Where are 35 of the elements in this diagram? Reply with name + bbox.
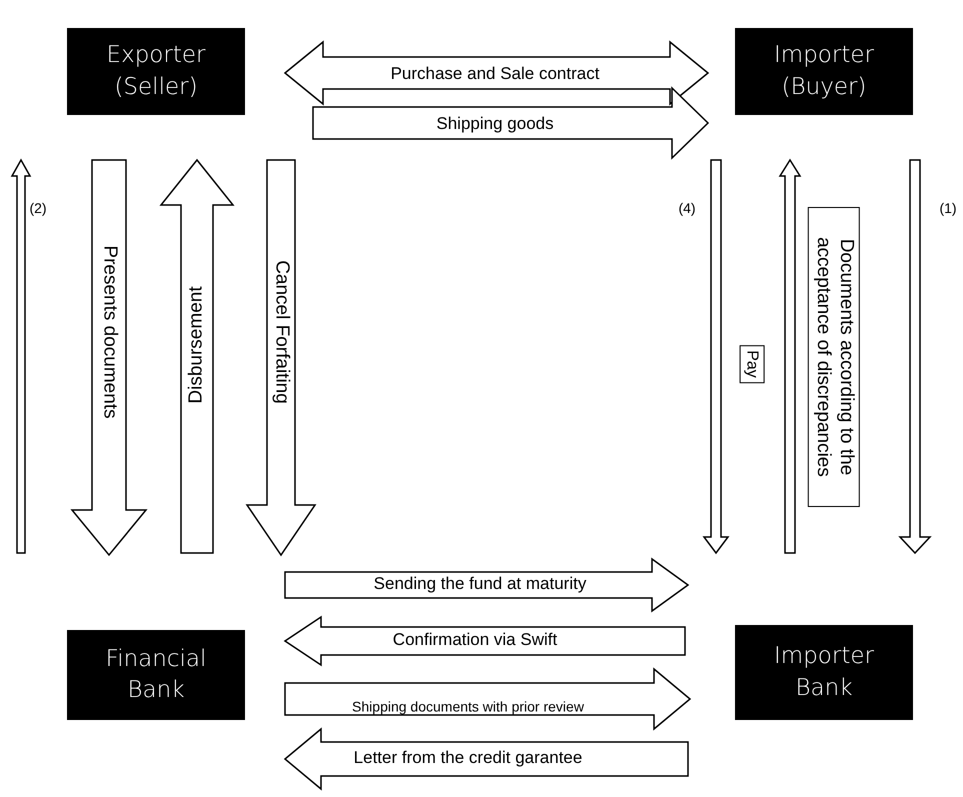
- block-arrow: [70, 159, 148, 556]
- entity-box: [735, 625, 913, 720]
- block-arrow: [312, 86, 710, 160]
- block-arrow: [778, 158, 802, 554]
- block-arrow: [284, 667, 692, 731]
- box-label: Importer (Buyer): [773, 41, 875, 102]
- edge-label: Disbursement: [186, 286, 208, 404]
- edge-label: Shipping documents with prior review: [352, 698, 584, 716]
- entity-box: [67, 630, 245, 720]
- block-arrow: [246, 159, 316, 556]
- edge-label: Shipping goods: [436, 114, 554, 134]
- entity-box: [67, 28, 245, 115]
- step-number: (4): [678, 200, 696, 216]
- edge-label: Cancel Forfaiting: [270, 260, 292, 404]
- block-arrow: [702, 159, 730, 554]
- edge-label: Documents according to the acceptance of discrepancies: [808, 207, 860, 507]
- block-arrow: [10, 158, 32, 554]
- edge-label: Purchase and Sale contract: [390, 64, 600, 84]
- edge-label: Confirmation via Swift: [392, 630, 558, 650]
- step-number: (2): [29, 200, 47, 216]
- box-label: Exporter (Seller): [106, 41, 206, 102]
- edge-label: Letter from the credit garantee: [354, 748, 582, 768]
- entity-box: [735, 28, 913, 115]
- block-arrow: [284, 558, 690, 612]
- block-arrow: [284, 616, 686, 666]
- box-label: Financial Bank: [104, 644, 208, 705]
- edge-label: Sending the fund at maturity: [374, 574, 586, 594]
- box-label: Importer Bank: [773, 642, 875, 702]
- edge-label: Pay: [739, 345, 765, 383]
- block-arrow: [159, 158, 235, 554]
- block-arrow: [284, 727, 689, 791]
- block-arrow: [898, 159, 932, 554]
- step-number: (1): [939, 200, 957, 216]
- edge-label: Presents documents: [98, 245, 120, 419]
- block-arrow: [284, 40, 710, 106]
